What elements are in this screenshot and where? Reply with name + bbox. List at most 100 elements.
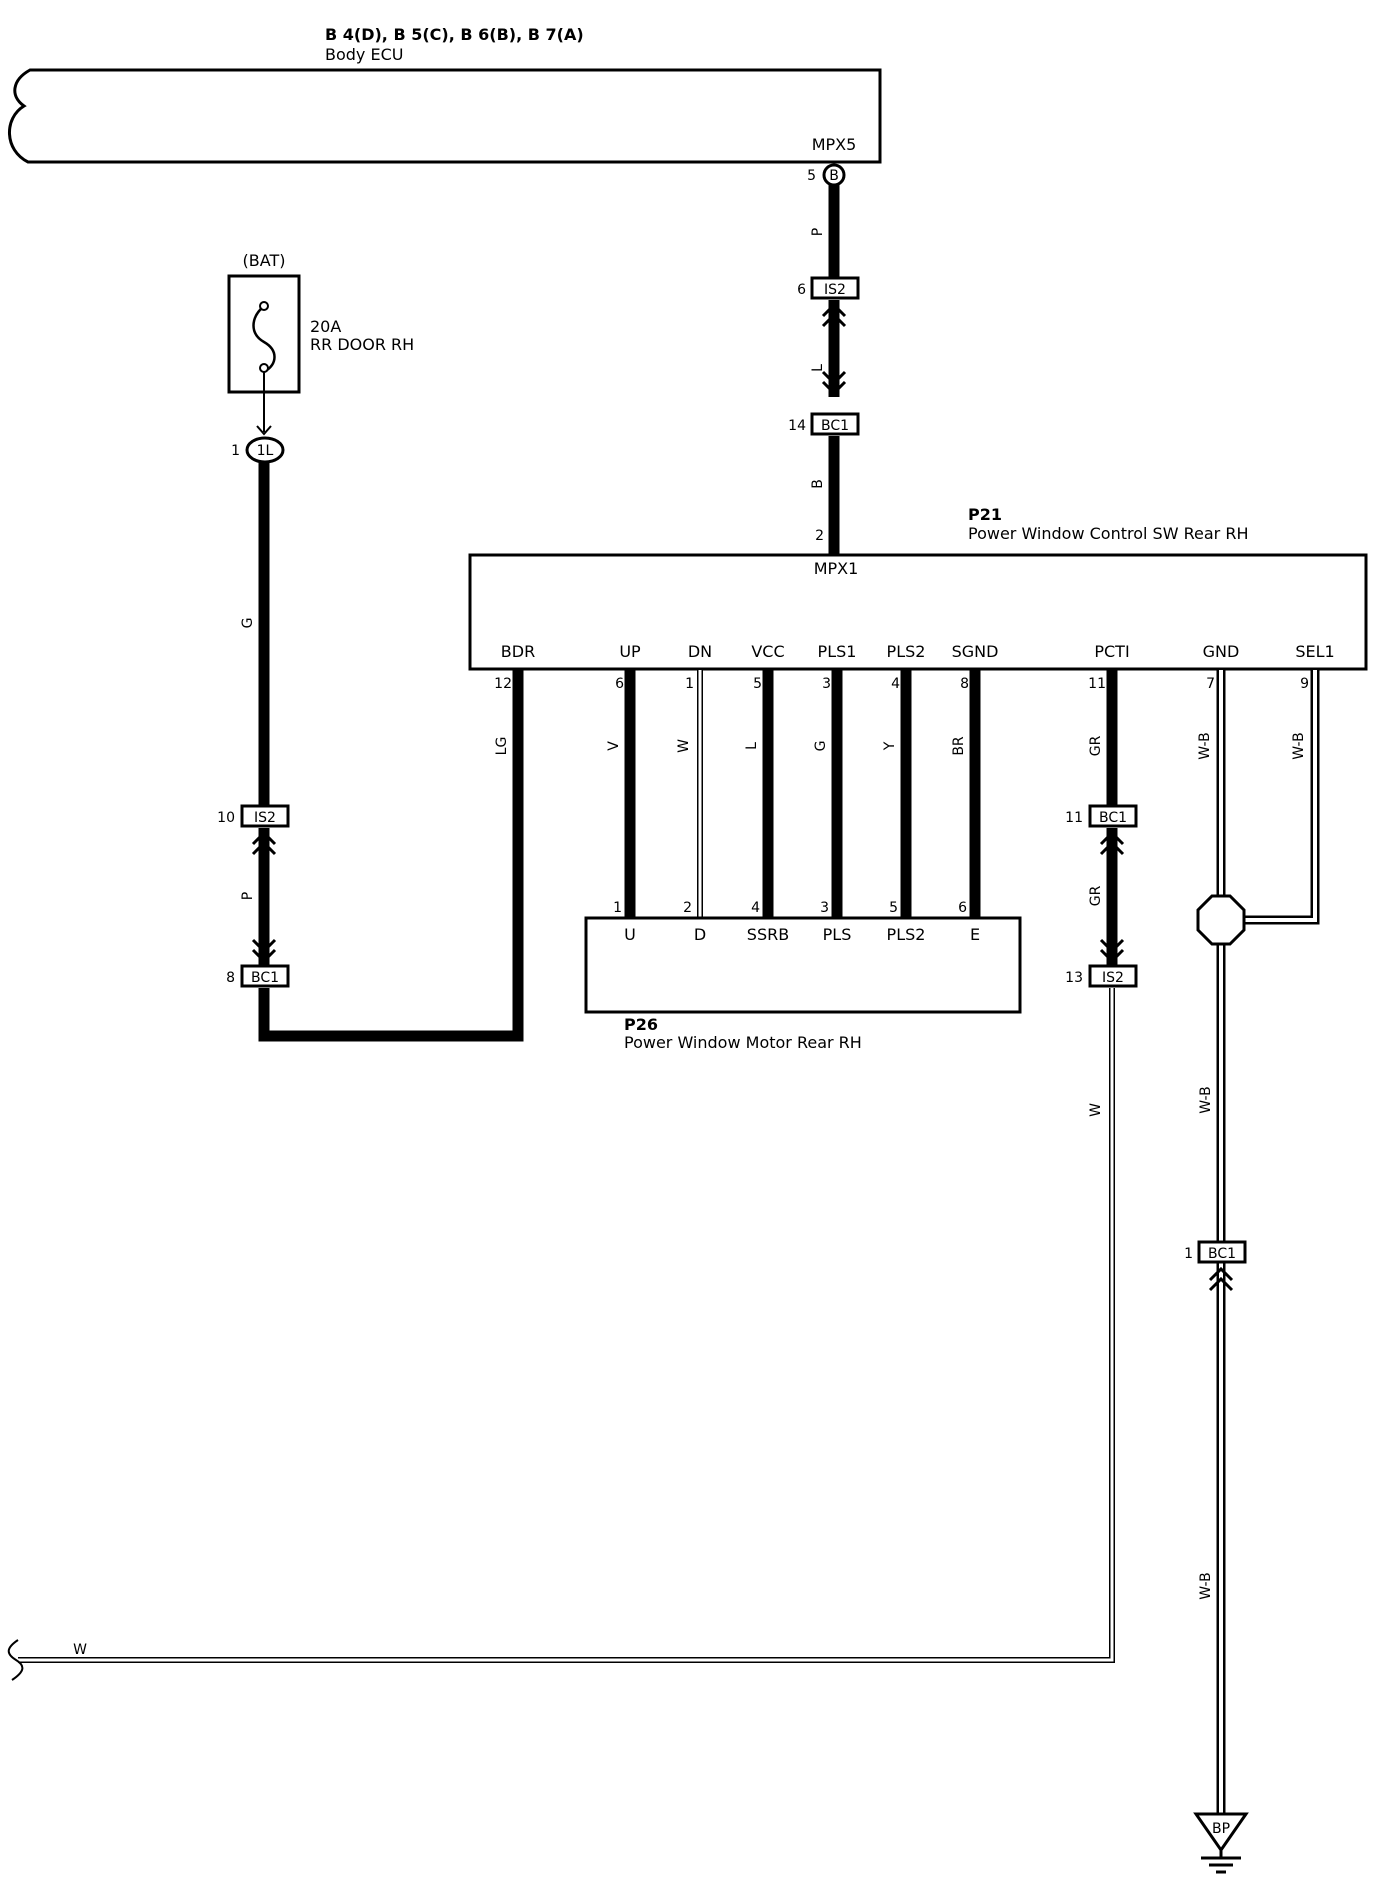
wire-code-gnd-low: W-B bbox=[1198, 1572, 1214, 1599]
svg-text:IS2: IS2 bbox=[1102, 970, 1124, 986]
motor-terminal-label: PLS bbox=[823, 925, 852, 944]
motor-terminal-label: D bbox=[694, 925, 706, 944]
wire-code-fuse: G bbox=[240, 618, 256, 629]
wire-code-ecu-is2: P bbox=[810, 228, 826, 236]
motor-terminal-pin: 3 bbox=[820, 900, 829, 916]
switch-terminal-label: PCTI bbox=[1094, 642, 1129, 661]
switch-terminal-wire-code: BR bbox=[951, 736, 967, 756]
switch-terminal-label: PLS1 bbox=[818, 642, 857, 661]
break-mark-icon bbox=[7, 1639, 24, 1681]
switch-terminal-pin: 8 bbox=[960, 676, 969, 692]
junction-icon bbox=[1196, 894, 1246, 946]
switch-terminal-pin: 11 bbox=[1088, 676, 1106, 692]
svg-text:BC1: BC1 bbox=[1099, 810, 1127, 826]
connector-is2-top: IS2 bbox=[810, 276, 860, 300]
svg-text:IS2: IS2 bbox=[824, 282, 846, 298]
fuse-pin: 1 bbox=[231, 443, 240, 459]
switch-terminal-wire-code: W-B bbox=[1291, 732, 1307, 759]
switch-terminal-pin: 6 bbox=[615, 676, 624, 692]
switch-mpx-label: MPX1 bbox=[814, 559, 859, 578]
switch-terminal-pin: 4 bbox=[891, 676, 900, 692]
fuse-pin-badge: 1L bbox=[245, 436, 285, 464]
wire-code-pcti-lower: GR bbox=[1088, 885, 1104, 906]
svg-text:B: B bbox=[829, 168, 839, 184]
switch-motor-harness bbox=[624, 670, 981, 918]
motor-name: Power Window Motor Rear RH bbox=[624, 1033, 862, 1052]
connector-is2-left: IS2 bbox=[240, 804, 290, 828]
switch-terminal-pin: 1 bbox=[685, 676, 694, 692]
svg-text:1L: 1L bbox=[257, 443, 274, 459]
svg-text:BC1: BC1 bbox=[821, 418, 849, 434]
switch-terminals: BDR12LGUP6VDN1WVCC5LPLS13GPLS24YSGND8BRP… bbox=[494, 642, 1335, 760]
connector-bc1-pcti-pin: 11 bbox=[1065, 810, 1083, 826]
switch-terminal-label: SGND bbox=[952, 642, 999, 661]
switch-terminal-label: UP bbox=[619, 642, 641, 661]
motor-code: P26 bbox=[624, 1015, 658, 1034]
connector-bc1-left: BC1 bbox=[240, 964, 290, 988]
switch-terminal-wire-code: G bbox=[813, 741, 829, 752]
switch-p21: P21 Power Window Control SW Rear RH 2 MP… bbox=[468, 505, 1368, 760]
motor-terminal-pin: 6 bbox=[958, 900, 967, 916]
switch-terminal-label: BDR bbox=[501, 642, 535, 661]
wire-code-left-is2-bc1: P bbox=[240, 892, 256, 900]
connector-is2-top-pin: 6 bbox=[797, 282, 806, 298]
fuse-source: (BAT) bbox=[243, 251, 286, 270]
connector-bc1-gnd: BC1 bbox=[1197, 1240, 1247, 1264]
ground-branch: W-B BC1 1 W-B BP bbox=[1184, 670, 1320, 1874]
connector-bc1-top-pin: 14 bbox=[788, 418, 806, 434]
switch-terminal-label: SEL1 bbox=[1295, 642, 1334, 661]
switch-terminal-wire-code: W-B bbox=[1197, 732, 1213, 759]
connector-bc1-left-pin: 8 bbox=[226, 970, 235, 986]
top-bus: B 5 P L B IS2 6 BC1 14 bbox=[788, 163, 860, 555]
wire-code-w-vertical: W bbox=[1088, 1103, 1104, 1117]
motor-terminal-pin: 4 bbox=[751, 900, 760, 916]
switch-terminal-wire-code: LG bbox=[494, 737, 510, 756]
fuse-rating: 20A bbox=[310, 317, 341, 336]
switch-terminal-label: DN bbox=[688, 642, 712, 661]
pcti-branch: BC1 11 GR IS2 13 W W bbox=[7, 670, 1138, 1681]
switch-terminal-wire-code: V bbox=[606, 741, 622, 751]
ecu-pin: 5 bbox=[807, 168, 816, 184]
switch-terminal-label: PLS2 bbox=[887, 642, 926, 661]
switch-terminal-wire-code: L bbox=[744, 742, 760, 750]
wire-code-gnd-mid: W-B bbox=[1198, 1086, 1214, 1113]
switch-terminal-pin: 3 bbox=[822, 676, 831, 692]
wire-code-bc1-sw: B bbox=[810, 479, 826, 489]
wire-code-is2-bc1: L bbox=[810, 364, 826, 372]
left-circuit: G IS2 10 P BC1 8 bbox=[217, 462, 524, 1042]
motor-terminal-label: PLS2 bbox=[887, 925, 926, 944]
motor-terminal-label: SSRB bbox=[747, 925, 789, 944]
switch-terminal-pin: 5 bbox=[753, 676, 762, 692]
switch-terminal-label: GND bbox=[1203, 642, 1240, 661]
switch-terminal-pin: 9 bbox=[1300, 676, 1309, 692]
switch-terminal-label: VCC bbox=[751, 642, 784, 661]
motor-terminal-pin: 5 bbox=[889, 900, 898, 916]
wire-code-w-horizontal: W bbox=[73, 1642, 87, 1658]
motor-terminal-label: U bbox=[624, 925, 636, 944]
switch-code: P21 bbox=[968, 505, 1002, 524]
body-ecu-terminal: MPX5 bbox=[812, 135, 857, 154]
connector-is2-pcti-pin: 13 bbox=[1065, 970, 1083, 986]
switch-terminal-pin: 7 bbox=[1206, 676, 1215, 692]
connector-bc1-gnd-pin: 1 bbox=[1184, 1246, 1193, 1262]
svg-text:IS2: IS2 bbox=[254, 810, 276, 826]
body-ecu-connectors: B 4(D), B 5(C), B 6(B), B 7(A) bbox=[325, 25, 584, 44]
svg-text:BC1: BC1 bbox=[1208, 1246, 1236, 1262]
fuse-icon bbox=[252, 305, 276, 374]
switch-terminal-wire-code: Y bbox=[882, 741, 898, 751]
ground-triangle bbox=[1193, 1812, 1249, 1853]
motor-terminal-pin: 2 bbox=[683, 900, 692, 916]
body-ecu: B 4(D), B 5(C), B 6(B), B 7(A) Body ECU … bbox=[8, 25, 882, 164]
connector-bc1-pcti: BC1 bbox=[1088, 804, 1138, 828]
fuse-block: (BAT) 20A RR DOOR RH 1L 1 bbox=[227, 251, 414, 464]
switch-mpx-pin: 2 bbox=[815, 528, 824, 544]
fuse-name: RR DOOR RH bbox=[310, 335, 414, 354]
motor-terminal-pin: 1 bbox=[613, 900, 622, 916]
svg-text:BC1: BC1 bbox=[251, 970, 279, 986]
motor-terminal-label: E bbox=[970, 925, 980, 944]
switch-terminal-pin: 12 bbox=[494, 676, 512, 692]
ground-label: BP bbox=[1212, 1821, 1230, 1837]
